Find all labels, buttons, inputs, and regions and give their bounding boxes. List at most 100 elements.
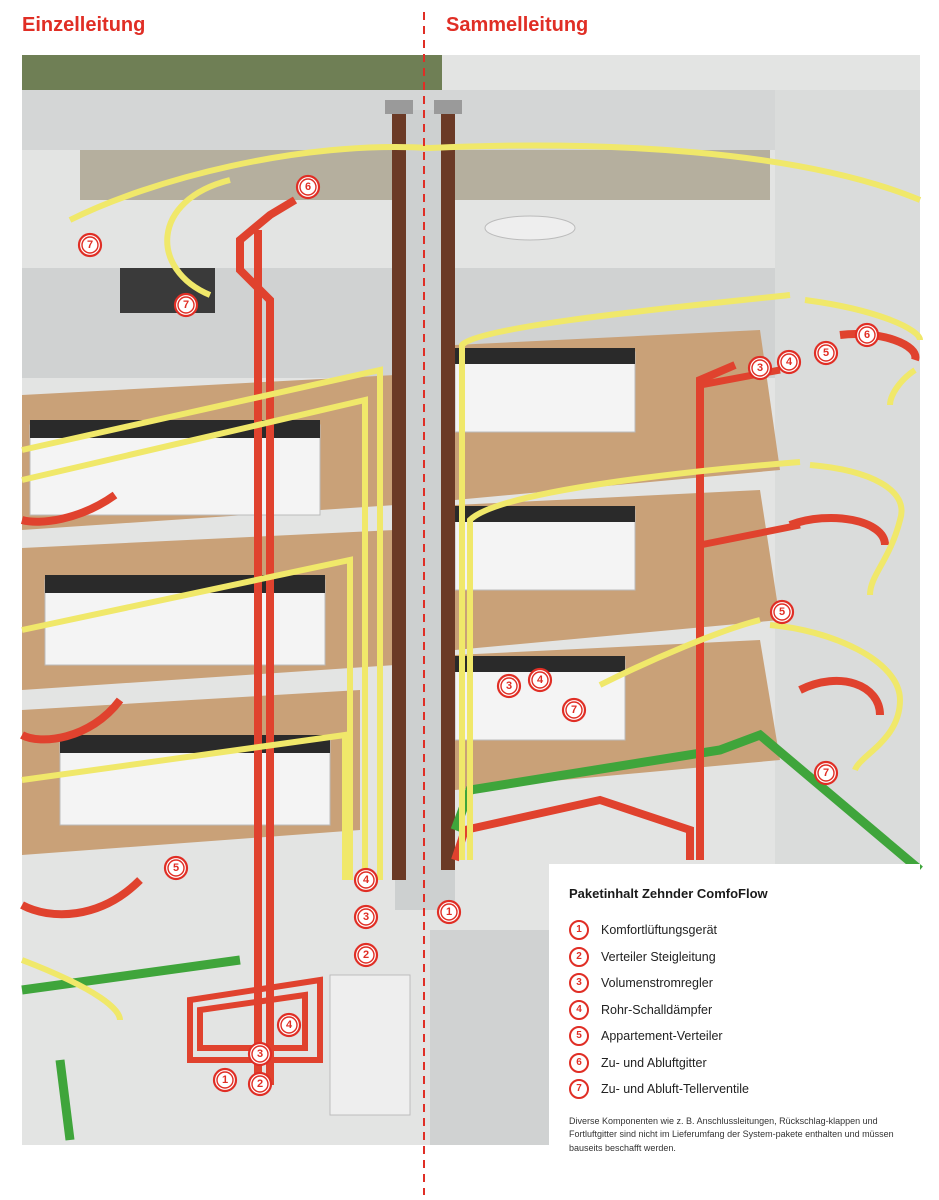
supply-coil: [187, 976, 323, 1063]
supply-branch: [20, 877, 143, 919]
heading-einzelleitung: Einzelleitung: [22, 14, 146, 36]
legend-number-badge: 4: [569, 999, 589, 1020]
badge-3: 3: [747, 355, 773, 381]
extract-duct: [21, 731, 348, 880]
badge-4: 4: [776, 349, 802, 375]
extract-duct: [20, 957, 123, 1021]
legend-note: Diverse Komponenten wie z. B. Anschlussl…: [569, 1115, 894, 1153]
supply-branch-right: [839, 330, 920, 362]
legend-number-badge: 6: [569, 1052, 589, 1073]
svg-text:7: 7: [87, 239, 93, 251]
badge-6: 6: [854, 322, 880, 348]
extract-duct-right: [598, 617, 761, 688]
supply-riser-left: [236, 196, 298, 1085]
legend-item: 3 Volumenstromregler: [569, 970, 902, 997]
svg-text:1: 1: [446, 906, 452, 918]
badge-3: 3: [496, 673, 522, 699]
sky-tree-strip: [22, 55, 442, 95]
basement-stairwell: [430, 930, 550, 1145]
ventilation-unit-housing: [329, 974, 411, 1116]
svg-text:7: 7: [183, 299, 189, 311]
legend-label: Zu- und Abluftgitter: [601, 1055, 707, 1070]
legend-title: Paketinhalt Zehnder ComfoFlow: [569, 886, 768, 901]
extract-duct-right: [769, 622, 904, 772]
legend-label: Zu- und Abluft-Tellerventile: [601, 1082, 749, 1097]
badge-5: 5: [163, 855, 189, 881]
extract-duct-right: [459, 292, 791, 860]
svg-text:4: 4: [786, 356, 793, 368]
badge-1: 1: [212, 1067, 238, 1093]
roof-slab: [22, 90, 920, 150]
legend-label: Appartement-Verteiler: [601, 1029, 723, 1044]
legend-item: 2 Verteiler Steigleitung: [569, 944, 902, 971]
svg-text:7: 7: [823, 767, 829, 779]
svg-text:2: 2: [363, 949, 369, 961]
supply-branch: [20, 491, 118, 526]
legend-item: 7 Zu- und Abluft-Tellerventile: [569, 1076, 902, 1103]
legend-list: 1 Komfortlüftungsgerät 2 Verteiler Steigle…: [569, 917, 902, 1103]
kitchen-island: [454, 351, 636, 433]
extract-duct-right: [887, 367, 917, 406]
svg-text:1: 1: [222, 1074, 228, 1086]
legend-number-badge: 2: [569, 946, 589, 967]
badge-4: 4: [276, 1012, 302, 1038]
badge-7: 7: [561, 697, 587, 723]
svg-text:3: 3: [257, 1048, 263, 1060]
badge-6: 6: [295, 174, 321, 200]
svg-text:5: 5: [779, 606, 785, 618]
supply-branch-right: [788, 513, 889, 546]
legend-item: 6 Zu- und Abluftgitter: [569, 1050, 902, 1077]
svg-text:4: 4: [286, 1019, 293, 1031]
legend-panel: Paketinhalt Zehnder ComfoFlow 1 Komfortlü…: [549, 864, 920, 1184]
supply-branch: [20, 697, 124, 744]
exhaust-riser-right: [441, 110, 455, 870]
extract-duct: [164, 177, 231, 298]
extract-duct: [21, 396, 368, 880]
kitchen-island: [454, 509, 636, 591]
svg-text:4: 4: [537, 674, 544, 686]
extract-duct: [21, 556, 353, 880]
badge-3: 3: [247, 1041, 273, 1067]
svg-text:6: 6: [305, 181, 311, 193]
badge-5: 5: [813, 340, 839, 366]
outdoor-air-duct-left: [21, 955, 241, 1141]
svg-text:7: 7: [571, 704, 577, 716]
badge-1: 1: [436, 899, 462, 925]
legend-number-badge: 7: [569, 1079, 589, 1100]
svg-text:3: 3: [363, 911, 369, 923]
badge-4: 4: [527, 667, 553, 693]
legend-item: 1 Komfortlüftungsgerät: [569, 917, 902, 944]
legend-label: Volumenstromregler: [601, 976, 713, 991]
svg-text:6: 6: [864, 329, 870, 341]
extract-duct: [21, 366, 383, 880]
right-building-wall: [775, 90, 920, 870]
supply-branch-right: [798, 677, 884, 716]
badge-4: 4: [353, 867, 379, 893]
extract-duct-right: [467, 459, 801, 860]
svg-text:4: 4: [363, 874, 370, 886]
legend-label: Komfortlüftungsgerät: [601, 923, 718, 938]
svg-text:5: 5: [823, 347, 829, 359]
badge-7: 7: [173, 292, 199, 318]
svg-text:3: 3: [757, 362, 763, 374]
svg-text:5: 5: [173, 862, 179, 874]
badge-5: 5: [769, 599, 795, 625]
exhaust-riser-left: [392, 110, 406, 880]
legend-label: Verteiler Steigleitung: [601, 949, 716, 964]
heading-sammelleitung: Sammelleitung: [446, 14, 589, 36]
supply-riser-right: [696, 361, 737, 860]
extract-duct-right: [809, 462, 905, 596]
legend-number-badge: 1: [569, 920, 589, 941]
legend-number-badge: 3: [569, 973, 589, 994]
legend-item: 4 Rohr-Schalldämpfer: [569, 997, 902, 1024]
badge-7: 7: [77, 232, 103, 258]
legend-label: Rohr-Schalldämpfer: [601, 1002, 713, 1017]
extract-duct-right: [804, 297, 923, 341]
svg-text:2: 2: [257, 1078, 263, 1090]
dining-table: [484, 215, 576, 241]
svg-text:3: 3: [506, 680, 512, 692]
badge-2: 2: [247, 1071, 273, 1097]
extract-duct: [68, 142, 922, 223]
